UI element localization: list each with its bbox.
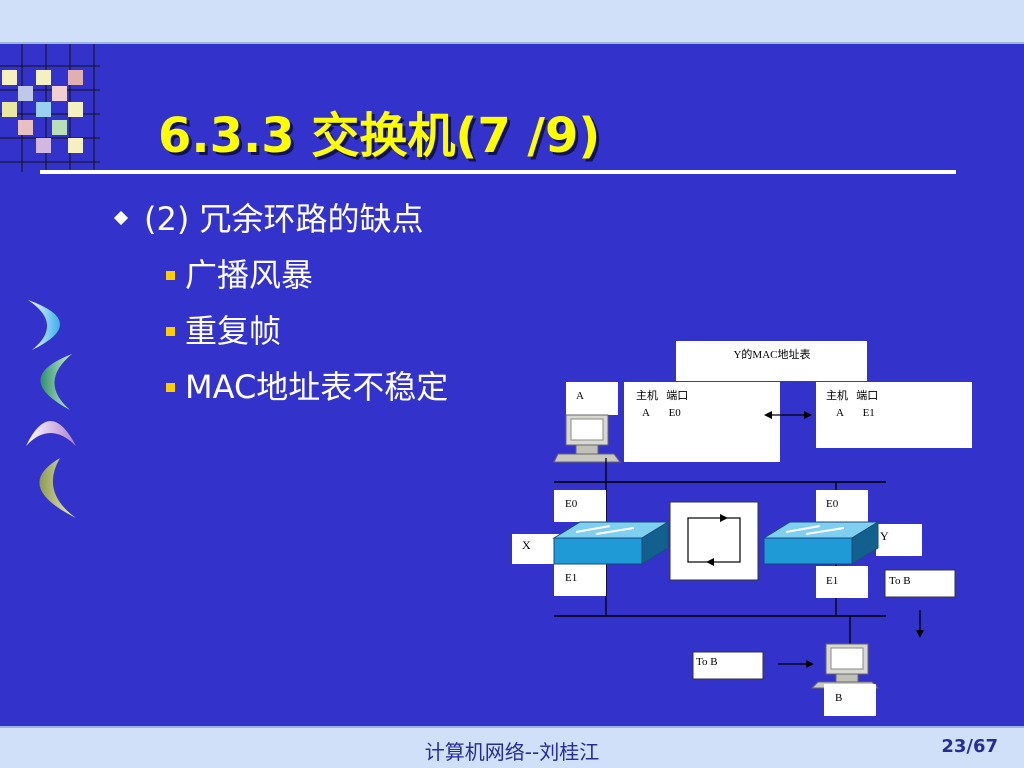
- sub-bullet-text: 广播风暴: [185, 256, 314, 294]
- slide-title: 6.3.3 交换机(7 /9): [158, 108, 601, 164]
- checker-grid-decoration: [0, 44, 100, 172]
- computer-b-icon: [810, 643, 880, 689]
- top-bar: [0, 0, 1024, 44]
- square-bullet-icon: [166, 270, 175, 280]
- y-port-top: E0: [826, 498, 839, 510]
- diamond-bullet-icon: [113, 210, 129, 226]
- crescent-decoration: [26, 300, 76, 518]
- host-b-label: B: [835, 692, 842, 704]
- redundant-loop-diagram: Y的MAC地址表 A 主机 端口 A E0 主机 端口 A E1: [512, 341, 972, 716]
- mac-table-title: Y的MAC地址表: [733, 347, 810, 361]
- switch-y-label: Y: [880, 529, 889, 543]
- sub-bullet-3: MAC地址表不稳定: [166, 362, 448, 408]
- x-port-bottom: E1: [565, 572, 577, 584]
- footer-page-number: 23/67: [941, 736, 998, 757]
- computer-a-icon: [553, 414, 621, 463]
- switch-x-label: X: [522, 538, 531, 552]
- host-a-label: A: [576, 390, 584, 402]
- switch-y-icon: [762, 521, 880, 565]
- table-right-row: A E1: [836, 407, 875, 419]
- sub-bullet-1: 广播风暴: [166, 250, 313, 296]
- square-bullet-icon: [166, 326, 175, 336]
- footer-course: 计算机网络--刘桂江: [424, 740, 600, 764]
- sub-bullet-text: MAC地址表不稳定: [185, 368, 449, 406]
- to-b-right: To B: [889, 575, 911, 587]
- to-b-bottom: To B: [696, 656, 718, 668]
- title-underline: [40, 170, 956, 174]
- bullet-main: (2) 冗余环路的缺点: [113, 194, 424, 240]
- switch-x-icon: [552, 521, 670, 565]
- sub-bullet-2: 重复帧: [166, 306, 281, 352]
- x-port-top: E0: [565, 498, 578, 510]
- square-bullet-icon: [166, 382, 175, 392]
- footer-bar: 计算机网络--刘桂江 23/67: [0, 726, 1024, 768]
- table-left-row: A E0: [642, 407, 681, 419]
- table-right-header: 主机 端口: [826, 388, 878, 402]
- sub-bullet-text: 重复帧: [185, 312, 282, 350]
- bullet-main-text: (2) 冗余环路的缺点: [144, 200, 424, 238]
- y-port-bottom: E1: [826, 575, 838, 587]
- table-left-header: 主机 端口: [636, 388, 688, 402]
